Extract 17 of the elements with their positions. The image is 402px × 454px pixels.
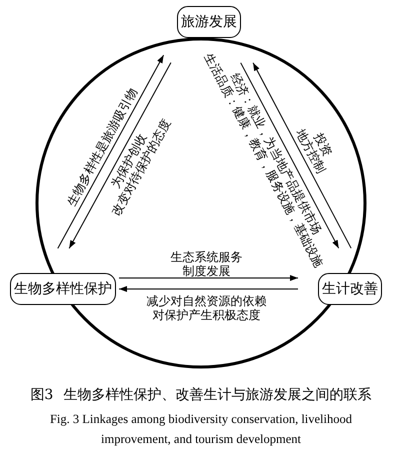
node-label: 旅游发展 [181,14,237,30]
arrow [252,62,352,249]
arrow [118,275,298,281]
arrow [118,286,298,292]
figure-caption: Fig. 3 Linkages among biodiversity conservation, livelihood improvement, and tourism development [48,411,354,448]
arrow [57,54,164,249]
figure-caption: 图3 生物多样性保护、改善生计与旅游发展之间的联系 [29,386,373,404]
node-label: 生计改善 [322,281,378,297]
rounded-box [318,273,382,305]
edge-label: 生态系统服务制度发展 [170,250,242,278]
rounded-box [177,6,241,38]
rounded-box [10,273,116,305]
edge-label: 投资地方控制 [294,125,336,176]
edge-label: 减少对自然资源的依赖对保护产生积极态度 [146,294,266,322]
arrow [68,62,172,249]
node-label: 生物多样性保护 [14,281,112,297]
arrow [240,62,340,249]
